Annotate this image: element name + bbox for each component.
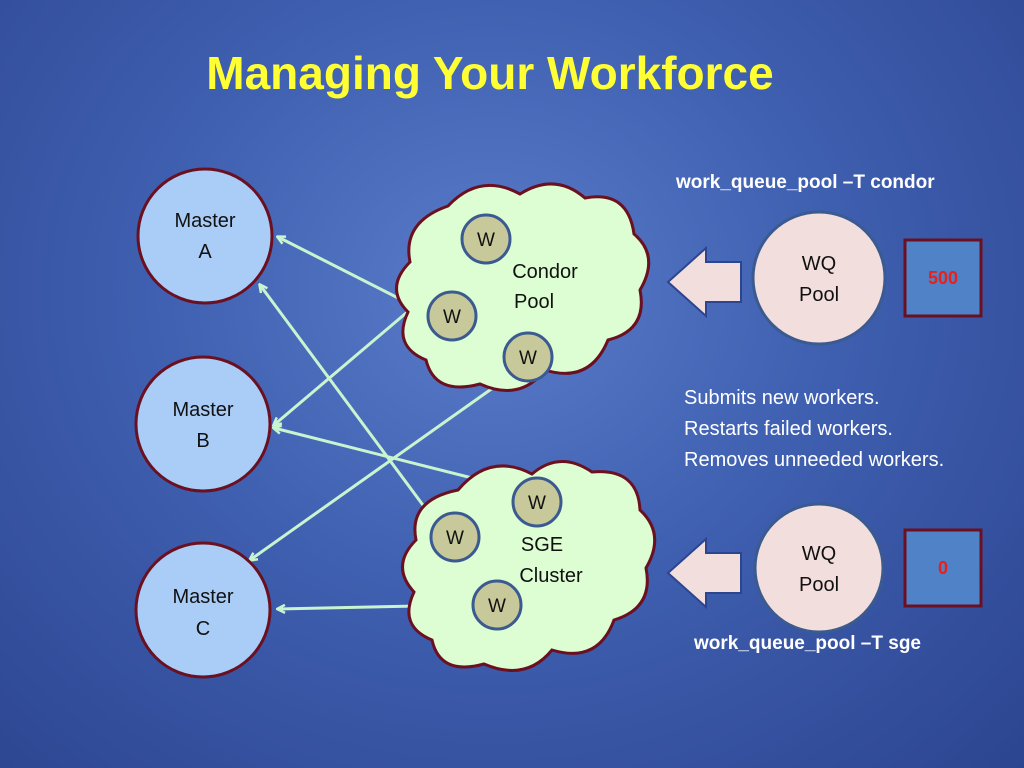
condor-pool-label-1: Condor xyxy=(512,261,578,283)
master-b-label: Master xyxy=(172,399,233,421)
arrow-condor-to-master-a xyxy=(278,237,413,307)
arrow-condor-to-master-c xyxy=(250,383,498,560)
wq-pool-condor: WQ Pool xyxy=(751,210,887,346)
sge-cluster-label-1: SGE xyxy=(521,534,563,556)
master-a-label: Master xyxy=(174,210,235,232)
condor-worker-3: W xyxy=(502,331,554,383)
connection-arrows xyxy=(250,237,498,609)
sge-worker-count: 0 xyxy=(903,528,983,608)
svg-text:W: W xyxy=(528,493,546,514)
slide-title: Managing Your Workforce xyxy=(206,47,774,99)
svg-text:W: W xyxy=(443,307,461,328)
svg-text:W: W xyxy=(477,230,495,251)
condor-worker-2: W xyxy=(426,290,478,342)
arrow-sge-to-master-a xyxy=(260,285,436,521)
wq-pool-sge: WQ Pool xyxy=(753,502,885,634)
svg-text:W: W xyxy=(488,596,506,617)
arrow-sge-to-master-b xyxy=(274,428,493,485)
master-c-label: Master xyxy=(172,586,233,608)
master-a: Master A xyxy=(136,167,274,305)
master-c: Master C xyxy=(134,541,272,679)
svg-text:0: 0 xyxy=(938,558,948,578)
svg-text:W: W xyxy=(519,348,537,369)
sge-cluster-cloud: SGE Cluster W W W xyxy=(401,460,657,672)
svg-text:500: 500 xyxy=(928,268,958,288)
sge-worker-1: W xyxy=(511,476,563,528)
pool-behavior-notes: Submits new workers. Restarts failed wor… xyxy=(684,383,944,476)
svg-text:Pool: Pool xyxy=(799,574,839,596)
master-b: Master B xyxy=(134,355,272,493)
sge-worker-3: W xyxy=(471,579,523,631)
condor-worker-1: W xyxy=(460,213,512,265)
svg-text:W: W xyxy=(446,528,464,549)
condor-pool-label-2: Pool xyxy=(514,291,554,313)
master-c-letter: C xyxy=(196,618,210,640)
arrow-condor-to-master-b xyxy=(274,306,413,425)
svg-text:WQ: WQ xyxy=(802,253,836,275)
condor-worker-count: 500 xyxy=(903,238,983,318)
master-a-letter: A xyxy=(198,241,212,263)
sge-block-arrow xyxy=(666,536,742,610)
arrow-sge-to-master-c xyxy=(278,606,419,609)
sge-cluster-label-2: Cluster xyxy=(519,565,583,587)
condor-pool-cloud: Condor Pool W W W xyxy=(395,182,651,392)
note-restarts: Restarts failed workers. xyxy=(684,418,893,440)
condor-pool-command: work_queue_pool –T condor xyxy=(676,172,935,193)
note-removes: Removes unneeded workers. xyxy=(684,449,945,471)
sge-pool-command: work_queue_pool –T sge xyxy=(694,633,921,654)
condor-block-arrow xyxy=(666,245,742,319)
note-submits: Submits new workers. xyxy=(684,387,880,409)
master-b-letter: B xyxy=(196,430,209,452)
svg-text:Pool: Pool xyxy=(799,284,839,306)
sge-worker-2: W xyxy=(429,511,481,563)
svg-text:WQ: WQ xyxy=(802,543,836,565)
